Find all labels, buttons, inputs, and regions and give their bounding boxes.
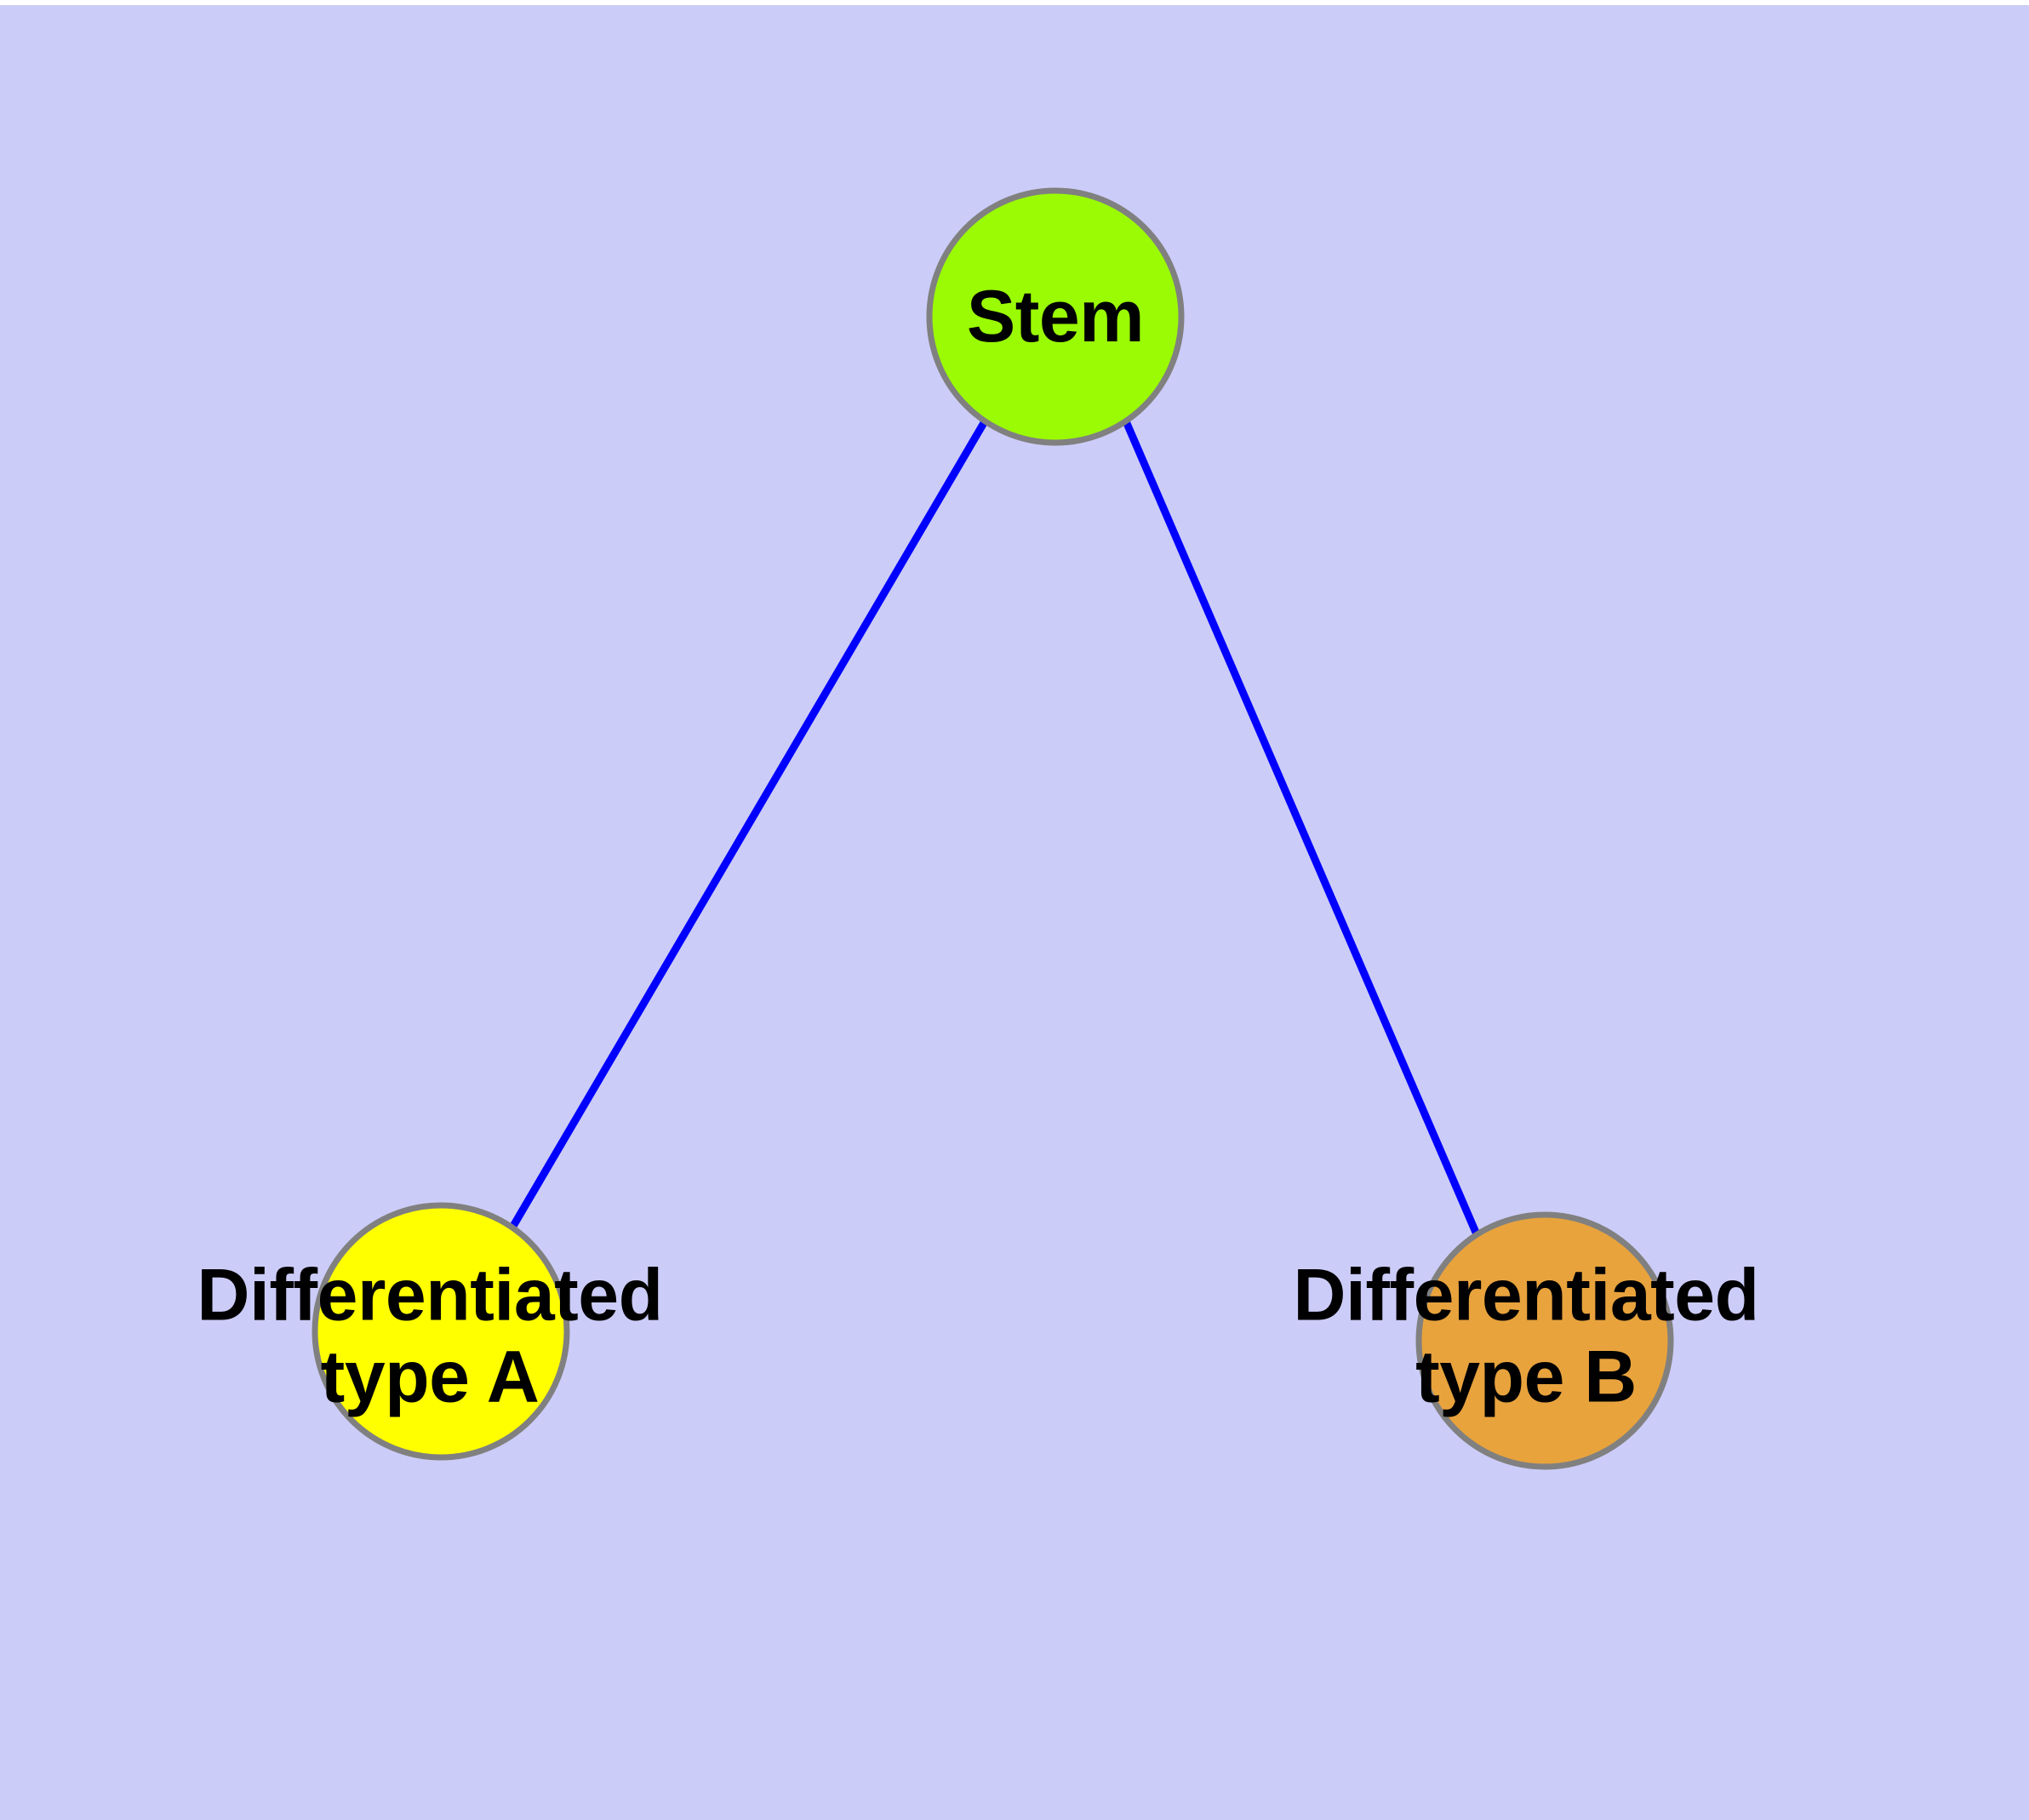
node-stem[interactable] — [926, 187, 1185, 446]
node-differentiated-type-a[interactable] — [311, 1202, 570, 1461]
node-differentiated-type-b[interactable] — [1415, 1211, 1674, 1470]
edge-stem-to-differentiated-b — [1122, 420, 1481, 1236]
edge-layer — [509, 419, 1481, 1236]
edge-stem-to-differentiated-a — [509, 419, 988, 1230]
node-layer — [311, 187, 1674, 1470]
